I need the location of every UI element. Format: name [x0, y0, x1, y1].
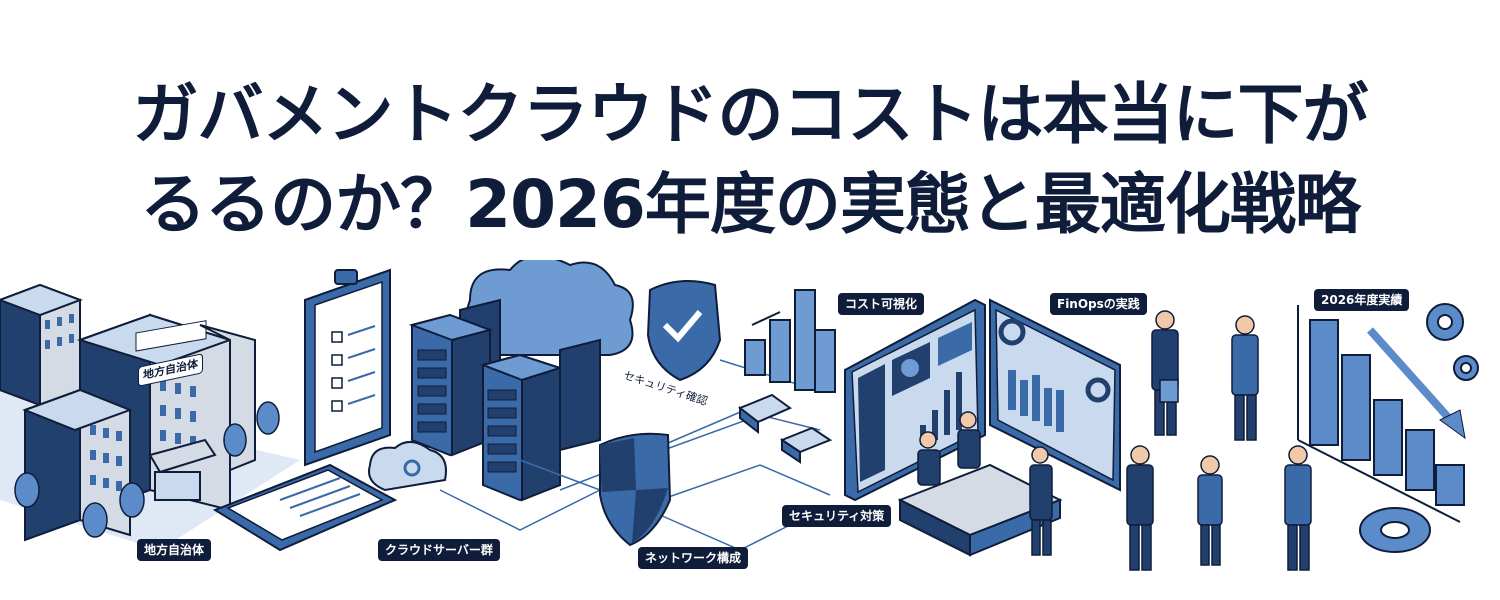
title-line-2: るるのか？2026年度の実態と最適化戦略 [140, 166, 1361, 243]
label-local-government: 地方自治体 [137, 539, 212, 561]
briefcase-icon [1159, 379, 1179, 403]
shield-security-icon [599, 432, 672, 547]
isometric-illustration [0, 260, 1479, 571]
city-hall-buildings-icon [0, 283, 280, 542]
illustration: 地方自治体 セキュリティ確認 地方自治体 クラウドサーバー群 ネットワーク構成 … [0, 260, 1500, 600]
label-finops: FinOpsの実践 [1050, 293, 1147, 315]
label-network: ネットワーク構成 [638, 547, 749, 569]
title-line-1: ガバメントクラウドのコストは本当に下が [132, 76, 1369, 153]
meeting-desk-icon [897, 463, 1063, 557]
label-2026-results: 2026年度実績 [1314, 289, 1410, 311]
clipboard-checklist-icon [304, 268, 391, 467]
cloud-server-icon [368, 260, 634, 502]
label-cost-visibility: コスト可視化 [838, 293, 925, 315]
network-switch-icon [738, 393, 833, 464]
page-title: ガバメントクラウドのコストは本当に下が るるのか？2026年度の実態と最適化戦略 [0, 70, 1500, 250]
declining-bar-chart-icon [1297, 305, 1466, 523]
shield-check-icon [646, 280, 722, 382]
clipboard-document-icon [212, 463, 398, 552]
finops-dashboard-monitor-icon [989, 298, 1121, 492]
label-cloud-servers: クラウドサーバー群 [378, 539, 500, 561]
business-people-icon [917, 310, 1312, 571]
label-security: セキュリティ対策 [782, 505, 892, 527]
rising-bar-chart-icon [744, 289, 836, 393]
gear-icon [1359, 303, 1479, 553]
cost-dashboard-monitor-icon [844, 298, 986, 502]
